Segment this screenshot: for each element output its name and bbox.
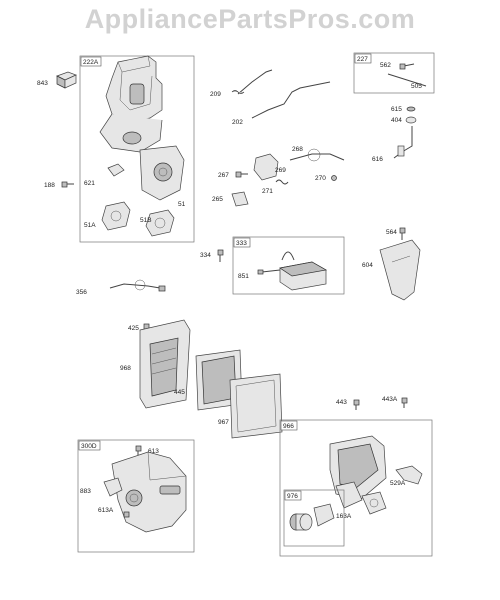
part-883-gasket: [103, 477, 123, 497]
callout-613A[interactable]: 613A: [98, 507, 114, 514]
callout-51A[interactable]: 51A: [84, 222, 96, 229]
part-529A-elbow: [395, 465, 423, 485]
part-615: [406, 106, 416, 112]
callout-202[interactable]: 202: [232, 119, 243, 126]
part-188-screw: [61, 181, 74, 188]
callout-51[interactable]: 51: [178, 201, 186, 208]
part-404: [405, 116, 417, 124]
part-443-screw: [353, 399, 360, 410]
callout-613[interactable]: 613: [148, 448, 159, 455]
part-271-spring: [275, 179, 289, 185]
callout-265[interactable]: 265: [212, 196, 223, 203]
part-333-ignition-coil: [279, 251, 328, 291]
callout-222A[interactable]: 222A: [83, 59, 99, 66]
callout-356[interactable]: 356: [76, 289, 87, 296]
part-616-shaft: [393, 126, 413, 159]
callout-404[interactable]: 404: [391, 117, 402, 124]
group-box-222A: [79, 55, 195, 243]
part-300D-muffler: [111, 451, 187, 533]
callout-851[interactable]: 851: [238, 273, 249, 280]
callout-445[interactable]: 445: [174, 389, 185, 396]
part-carburetor-body: [99, 55, 185, 201]
group-box-966: [279, 419, 433, 557]
part-843: [56, 71, 77, 89]
callout-621[interactable]: 621: [84, 180, 95, 187]
part-976-filter: [289, 503, 335, 531]
callout-968[interactable]: 968: [120, 365, 131, 372]
callout-51B[interactable]: 51B: [140, 217, 152, 224]
part-505-spring: [387, 73, 427, 87]
callout-268[interactable]: 268: [292, 146, 303, 153]
part-209-spring: [231, 69, 273, 95]
part-269-bracket: [253, 153, 279, 181]
part-564-screw: [399, 227, 406, 240]
callout-616[interactable]: 616: [372, 156, 383, 163]
callout-604[interactable]: 604: [362, 262, 373, 269]
callout-967[interactable]: 967: [218, 419, 229, 426]
callout-334[interactable]: 334: [200, 252, 211, 259]
callout-333[interactable]: 333: [236, 240, 247, 247]
callout-271[interactable]: 271: [262, 188, 273, 195]
callout-529A[interactable]: 529A: [390, 480, 406, 487]
part-268-cable: [289, 148, 345, 162]
part-562-screw: [399, 63, 415, 70]
callout-209[interactable]: 209: [210, 91, 221, 98]
part-51A-gasket: [101, 201, 131, 231]
callout-188[interactable]: 188: [44, 182, 55, 189]
callout-227[interactable]: 227: [357, 56, 368, 63]
part-267-screw: [235, 171, 248, 178]
group-box-333: [232, 236, 345, 295]
callout-505[interactable]: 505: [411, 83, 422, 90]
part-604-shroud: [379, 239, 421, 301]
part-334-screw: [217, 249, 224, 262]
callout-270[interactable]: 270: [315, 175, 326, 182]
callout-425[interactable]: 425: [128, 325, 139, 332]
part-202-rod: [251, 81, 331, 119]
part-966-housing: [329, 435, 387, 509]
group-box-227: [353, 52, 435, 94]
callout-883[interactable]: 883: [80, 488, 91, 495]
callout-564[interactable]: 564: [386, 229, 397, 236]
callout-976[interactable]: 976: [287, 493, 298, 500]
part-851-wire: [257, 269, 281, 275]
callout-300D[interactable]: 300D: [81, 443, 97, 450]
callout-269[interactable]: 269: [275, 167, 286, 174]
callout-843[interactable]: 843: [37, 80, 48, 87]
part-356-wire: [109, 279, 166, 292]
part-443A-screw: [401, 397, 408, 408]
part-270: [331, 175, 337, 181]
part-163A-gasket: [361, 491, 387, 515]
part-265-lever: [231, 191, 249, 207]
callout-267[interactable]: 267: [218, 172, 229, 179]
part-621: [107, 163, 125, 177]
part-967-filter: [229, 373, 283, 439]
callout-443[interactable]: 443: [336, 399, 347, 406]
group-box-300D: [77, 439, 195, 553]
part-968-base: [139, 319, 191, 409]
callout-615[interactable]: 615: [391, 106, 402, 113]
group-box-976: [283, 489, 345, 547]
part-613A-screw: [123, 511, 130, 518]
watermark-text: AppliancePartsPros.com: [84, 4, 416, 34]
callout-443A[interactable]: 443A: [382, 396, 398, 403]
part-51-gasket: [145, 209, 175, 237]
callout-966[interactable]: 966: [283, 423, 294, 430]
callout-562[interactable]: 562: [380, 62, 391, 69]
